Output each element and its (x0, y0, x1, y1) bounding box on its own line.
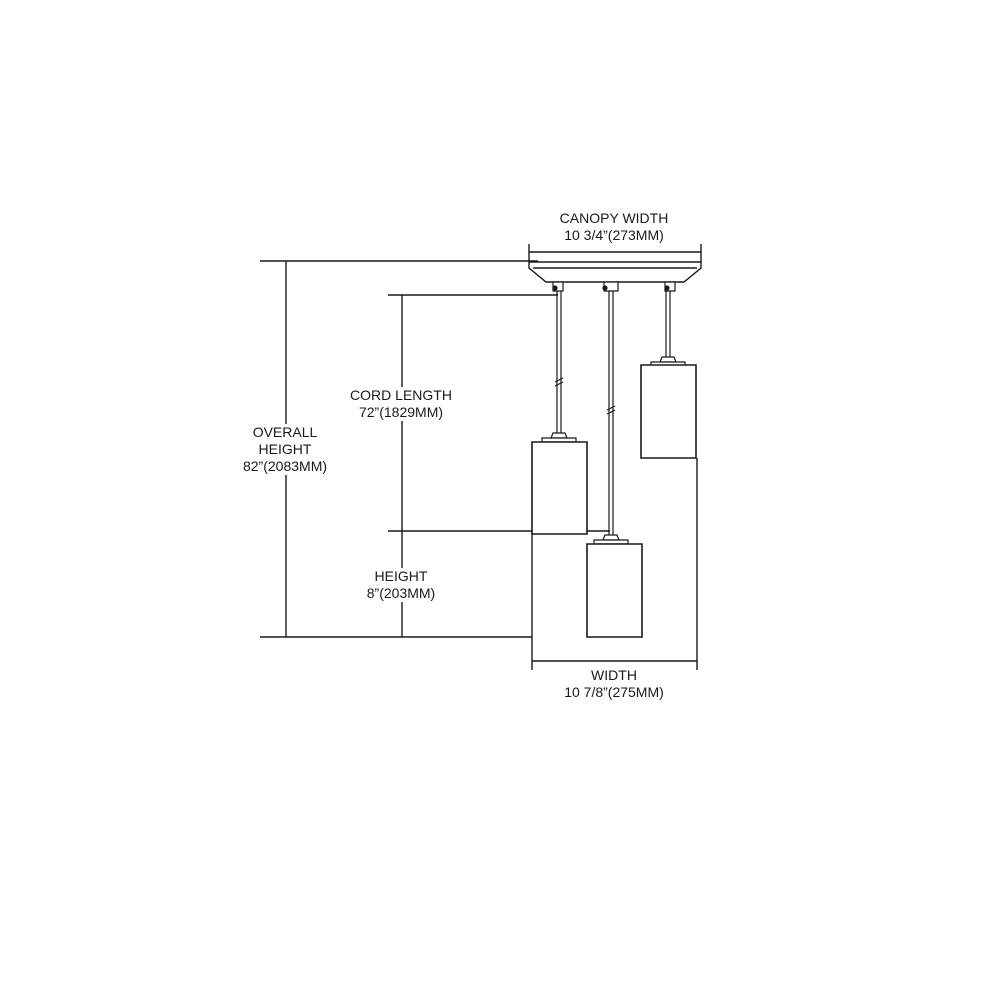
cord-length-label: CORD LENGTH 72”(1829MM) (348, 387, 454, 421)
shade-right (641, 365, 696, 458)
height-label: HEIGHT 8”(203MM) (364, 568, 438, 602)
shades (532, 365, 696, 637)
width-value: 10 7/8”(275MM) (564, 684, 664, 700)
mount-screw-right (664, 285, 670, 291)
width-label: WIDTH 10 7/8”(275MM) (564, 667, 664, 701)
cord-mounts (552, 282, 675, 291)
width-title: WIDTH (591, 667, 637, 683)
mount-screw-center (602, 285, 608, 291)
overall-height-title-line2: HEIGHT (258, 441, 312, 457)
canopy-width-value: 10 3/4”(273MM) (564, 227, 664, 243)
canopy-plate (529, 262, 701, 282)
shade-center (587, 544, 642, 637)
overall-height-title-line1: OVERALL (252, 424, 318, 440)
break-center-1 (607, 406, 615, 410)
break-center-2 (607, 410, 615, 414)
canopy-width-title: CANOPY WIDTH (559, 210, 669, 226)
cord-length-value: 72”(1829MM) (358, 404, 444, 420)
canopy-width-label: CANOPY WIDTH 10 3/4”(273MM) (560, 210, 669, 244)
cord-break-marks (555, 378, 615, 414)
cap-right (660, 357, 676, 362)
canopy (529, 262, 701, 282)
cord-length-title: CORD LENGTH (350, 387, 452, 403)
cap-left (551, 433, 567, 438)
break-left-2 (555, 382, 563, 386)
mount-screw-left (552, 285, 558, 291)
break-left-1 (555, 378, 563, 382)
cap-center (603, 535, 619, 540)
shade-left (532, 442, 587, 534)
overall-height-value: 82”(2083MM) (242, 458, 328, 474)
overall-height-label: OVERALL HEIGHT 82”(2083MM) (240, 424, 330, 475)
height-value: 8”(203MM) (366, 585, 436, 601)
height-title: HEIGHT (374, 568, 428, 584)
